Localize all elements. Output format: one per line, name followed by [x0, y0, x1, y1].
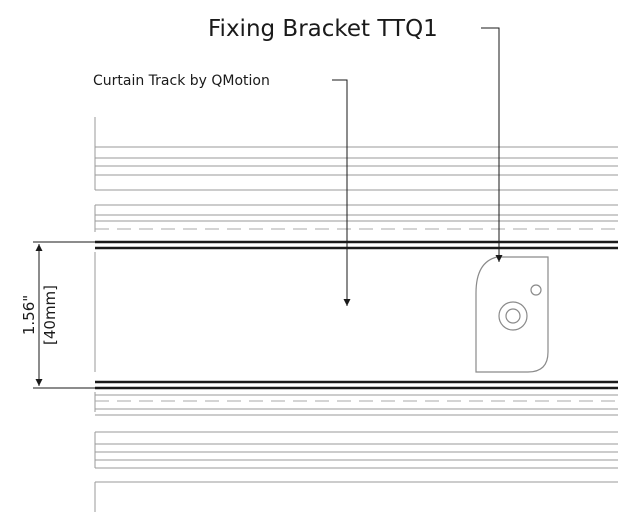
bracket-callout-label: Fixing Bracket TTQ1 [208, 16, 438, 42]
fixing-bracket [475, 256, 549, 373]
track-lower-thick-edge [95, 380, 618, 390]
bracket-inner-hole [505, 308, 521, 324]
track-leader-line [332, 79, 351, 306]
track-lower-lines [95, 394, 618, 483]
bracket-outer-ring [498, 301, 528, 331]
height-dimension [33, 241, 95, 389]
bracket-leader-line [481, 27, 503, 262]
track-upper-lines [95, 146, 618, 222]
dimension-imperial-label: 1.56" [20, 295, 38, 335]
bracket-outline [475, 256, 549, 373]
dimension-metric-label: [40mm] [41, 285, 59, 345]
bracket-small-hole [530, 284, 542, 296]
track-callout-label: Curtain Track by QMotion [93, 73, 270, 89]
track-upper-thick-edge [95, 240, 618, 250]
